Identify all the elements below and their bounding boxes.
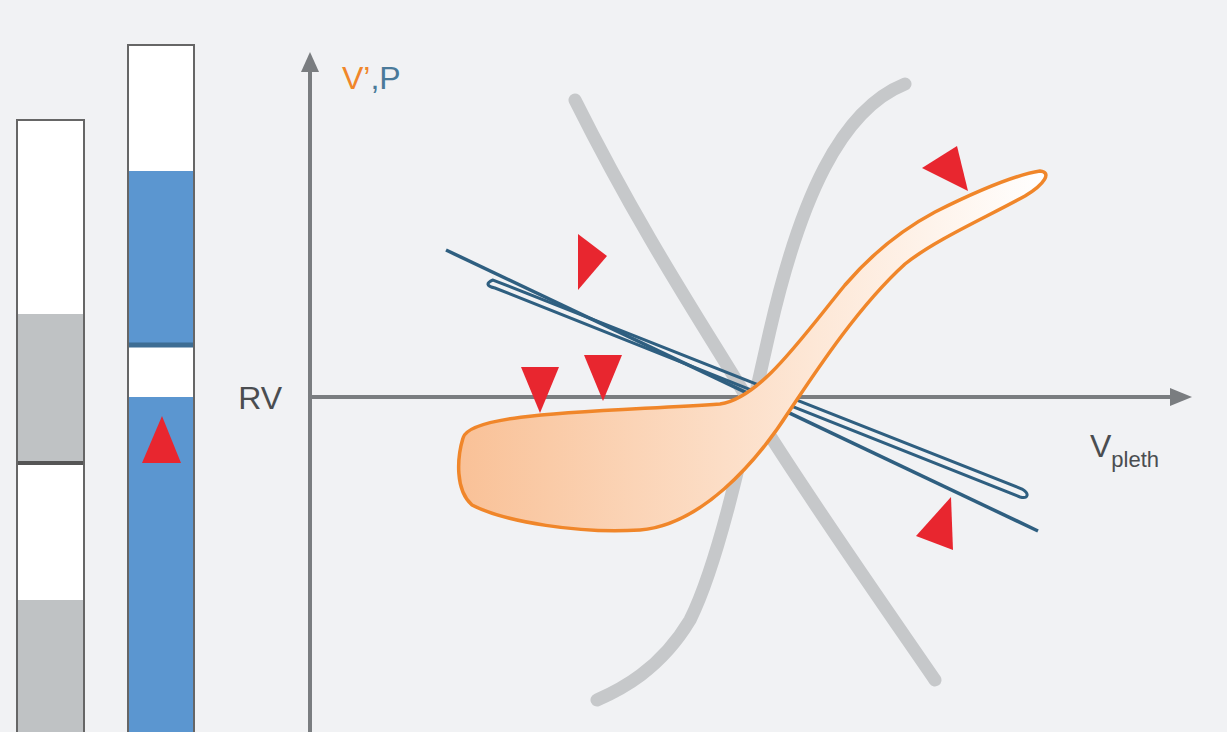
axis-label: RV: [238, 382, 282, 414]
axes: [301, 52, 1192, 732]
pressure-symbol: ,P: [370, 60, 400, 96]
volume-symbol: V: [1090, 428, 1111, 464]
axis-label: Vpleth: [1090, 430, 1159, 471]
marker-arrowheads: [521, 146, 968, 550]
subscript: pleth: [1111, 447, 1159, 472]
volume-bar: [17, 120, 84, 732]
axis-label: V’,P: [342, 62, 401, 94]
flow-loop: [459, 171, 1046, 531]
volume-label: RV: [238, 380, 282, 416]
volume-bar: [128, 45, 194, 732]
flow-symbol: V’: [342, 60, 370, 96]
